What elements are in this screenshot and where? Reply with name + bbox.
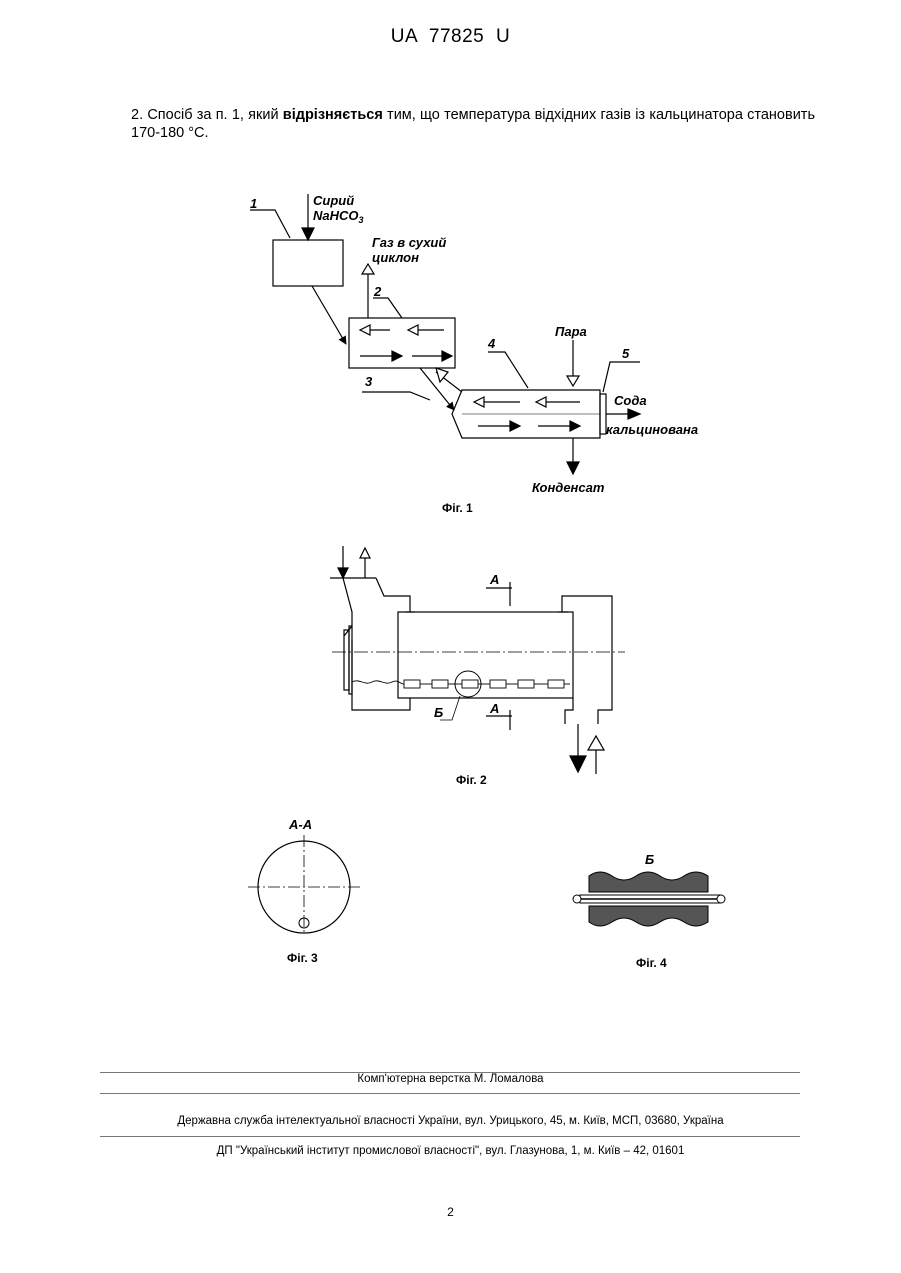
patent-drawings: Сирий NaHCO3 Газ в сухий циклон Пара Сод… (0, 0, 901, 1060)
figure-3-caption: Фіг. 3 (287, 951, 318, 965)
footer-office-address: Державна служба інтелектуальної власност… (0, 1115, 901, 1127)
flow-1-to-2 (312, 286, 346, 344)
section-a-bottom-label: А (489, 701, 499, 716)
figure-1-labels: Сирий NaHCO3 Газ в сухий циклон Пара Сод… (250, 193, 698, 515)
ref-number-5: 5 (622, 346, 630, 361)
flow-2-to-4 (420, 368, 454, 410)
ref-number-1: 1 (250, 196, 257, 211)
fig2-discharge-arrowhead (570, 756, 586, 772)
page-number: 2 (0, 1205, 901, 1219)
soda-label-1: Сода (614, 393, 647, 408)
ref-number-2: 2 (373, 284, 382, 299)
fig4-title: Б (645, 852, 654, 867)
ref-number-3: 3 (365, 374, 373, 389)
section-a-top-label: А (489, 572, 499, 587)
gas-label-2: циклон (372, 250, 419, 265)
apparatus-1-box (273, 240, 343, 286)
detail-b-label: Б (434, 705, 443, 720)
figure-4-detail-b (573, 872, 725, 926)
figure-2-calciner-drawing (330, 546, 625, 774)
fig3-title: А-А (288, 817, 312, 832)
figure-2-labels: А А Б Фіг. 2 (434, 572, 499, 787)
footer-rule-2 (100, 1093, 800, 1094)
soda-label-2: кальцинована (606, 422, 698, 437)
raw-label-2: NaHCO3 (313, 208, 364, 225)
condensate-label: Конденсат (532, 480, 605, 495)
fig4-lower-fins (589, 906, 708, 926)
gas-outlet-arrowhead (362, 264, 374, 274)
leader-5 (603, 362, 640, 392)
figure-1-caption: Фіг. 1 (442, 501, 473, 515)
figure-2-caption: Фіг. 2 (456, 773, 487, 787)
steam-label: Пара (555, 324, 587, 339)
leader-4 (488, 352, 528, 388)
fig2-drum (398, 612, 573, 698)
raw-feed-arrowhead (302, 228, 314, 240)
leader-1 (250, 210, 290, 238)
ref-number-4: 4 (487, 336, 496, 351)
fig2-steam-arrowhead (588, 736, 604, 750)
figure-3-section-aa (248, 835, 360, 935)
gas-label-1: Газ в сухий (372, 235, 446, 250)
leader-3 (362, 392, 430, 400)
fig2-feed-arrowhead (338, 568, 348, 578)
figure-3-labels: А-А Фіг. 3 (287, 817, 318, 965)
steam-inlet-arrowhead (567, 376, 579, 386)
fig2-gas-arrowhead (360, 548, 370, 558)
footer-layout-credit: Комп'ютерна верстка М. Ломалова (0, 1073, 901, 1085)
figure-4-caption: Фіг. 4 (636, 956, 667, 970)
footer-rule-3 (100, 1136, 800, 1137)
leader-2 (373, 298, 402, 318)
fig4-upper-fins (589, 872, 708, 892)
raw-label-1: Сирий (313, 193, 354, 208)
footer-institute-address: ДП "Український інститут промислової вла… (0, 1145, 901, 1157)
